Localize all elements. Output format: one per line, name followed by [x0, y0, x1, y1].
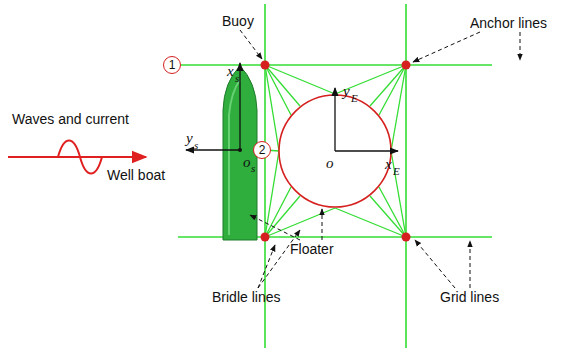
callout-number: 2: [259, 144, 266, 156]
axis-subscript: s: [194, 140, 198, 151]
axis-subscript: E: [351, 93, 358, 104]
axis-subscript: s: [235, 73, 239, 84]
axis-subscript: s: [251, 163, 255, 174]
part-label: Well boat: [107, 168, 165, 182]
part-label: Buoy: [222, 14, 254, 28]
axis-label: y: [186, 131, 193, 146]
axis-label: o: [243, 155, 251, 170]
axis-label: y: [343, 84, 350, 99]
part-label: Anchor lines: [470, 16, 547, 30]
bridle-lines: [265, 65, 406, 237]
leader-lines: [240, 30, 520, 288]
part-label: Grid lines: [440, 290, 499, 304]
callout-circle: 1: [163, 56, 181, 74]
axis-subscript: E: [393, 166, 400, 177]
axis-label: x: [227, 64, 234, 79]
callout-number: 1: [169, 59, 176, 71]
boat-axes: [186, 63, 240, 150]
part-label: Bridle lines: [212, 290, 280, 304]
axis-label: x: [385, 157, 392, 172]
axis-label: o: [326, 156, 334, 171]
part-label: Floater: [290, 242, 334, 256]
buoys: [261, 61, 411, 242]
part-label: Waves and current: [12, 112, 129, 126]
callout-circle: 2: [253, 141, 271, 159]
